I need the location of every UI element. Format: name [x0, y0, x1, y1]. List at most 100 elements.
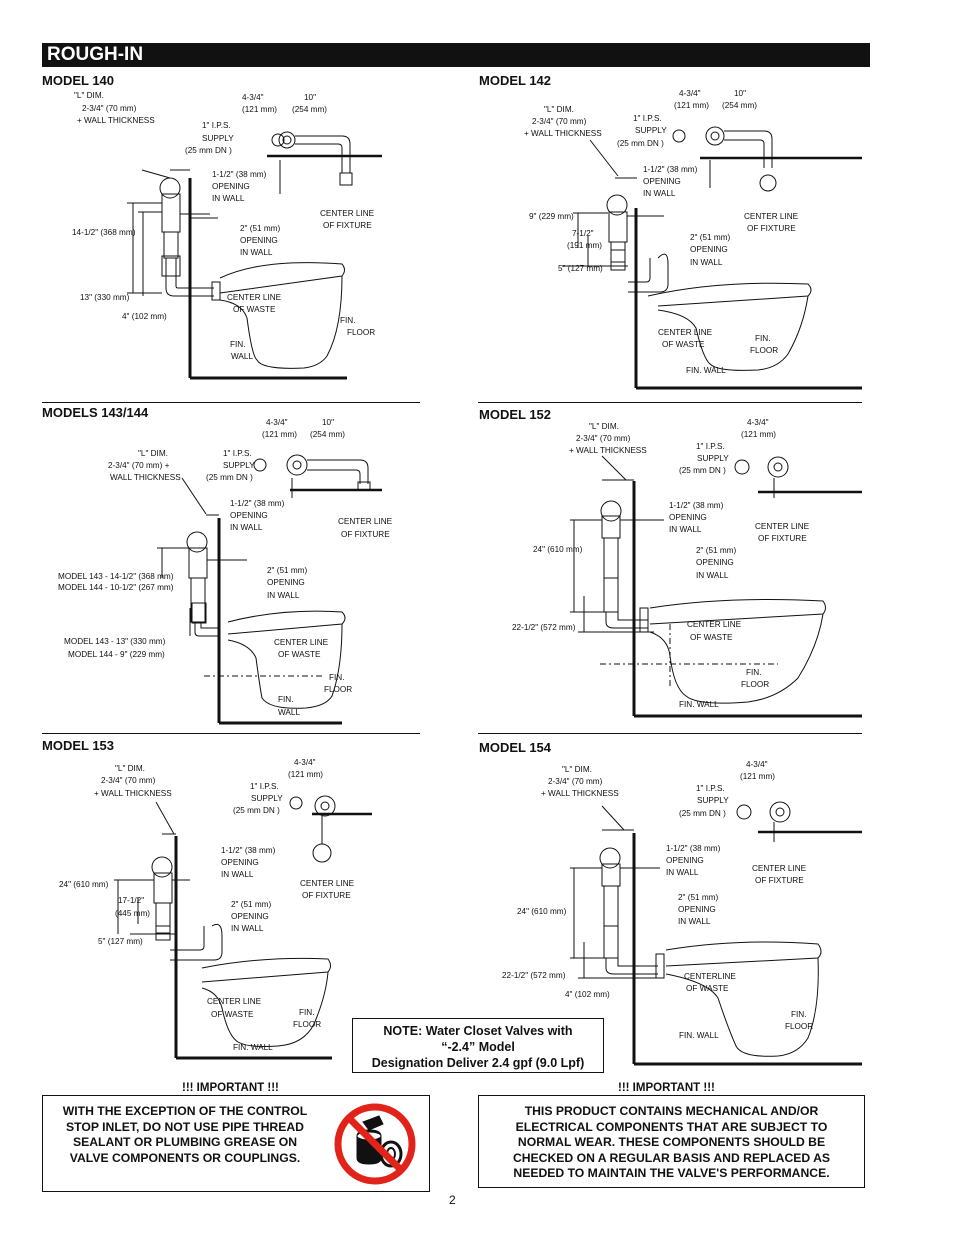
dim-17-1-2: 17-1/2": [118, 896, 145, 905]
model-152-diagram: "L" DIM. 2-3/4" (70 mm) + WALL THICKNESS…: [478, 416, 862, 720]
in-wall-label: IN WALL: [690, 258, 723, 267]
supply-dn: (25 mm DN ): [679, 466, 726, 475]
fin-label: FIN.: [329, 673, 345, 682]
opening-2: 2" (51 mm): [690, 233, 731, 242]
important-box-left: [42, 1095, 430, 1192]
center-line-label: CENTER LINE: [274, 638, 329, 647]
of-fixture-label: OF FIXTURE: [747, 224, 796, 233]
l-dim-label: "L" DIM.: [544, 105, 574, 114]
important-box-right: [478, 1095, 865, 1188]
opening-label: OPENING: [240, 236, 278, 245]
floor-label: FLOOR: [347, 328, 376, 337]
model-142-diagram: "L" DIM. 2-3/4" (70 mm) + WALL THICKNESS…: [478, 88, 862, 390]
dim-22-1-2: 22-1/2" (572 mm): [512, 623, 576, 632]
separator: [478, 733, 862, 734]
l-dim-label: "L" DIM.: [589, 422, 619, 431]
fin-label: FIN.: [746, 668, 762, 677]
wall-thickness-label: + WALL THICKNESS: [94, 789, 172, 798]
of-waste-label: OF WASTE: [211, 1010, 254, 1019]
l-dim-value: 2-3/4" (70 mm): [576, 434, 631, 443]
fin-label: FIN.: [230, 340, 246, 349]
dim-4: 4" (102 mm): [122, 312, 167, 321]
dim-10: 10": [734, 89, 747, 98]
model-153-drawing: [114, 795, 372, 1060]
supply-dn: (25 mm DN ): [206, 473, 253, 482]
fin-label: FIN.: [299, 1008, 315, 1017]
opening-2: 2" (51 mm): [267, 566, 308, 575]
model-153-title: MODEL 153: [42, 738, 115, 753]
supply-ips: 1" I.P.S.: [223, 449, 252, 458]
dim-4-3-4: 4-3/4": [747, 418, 769, 427]
dim-254: (254 mm): [292, 105, 328, 114]
important-left-line: VALVE COMPONENTS OR COUPLINGS.: [69, 1150, 301, 1165]
separator: [478, 402, 862, 403]
in-wall-label: IN WALL: [643, 189, 676, 198]
opening-label: OPENING: [696, 558, 734, 567]
l-dim-value: 2-3/4" (70 mm) +: [108, 461, 170, 470]
fin-label: FIN.: [278, 695, 294, 704]
dim-13: 13" (330 mm): [80, 293, 130, 302]
model-152-title: MODEL 152: [479, 407, 552, 422]
in-wall-label: IN WALL: [669, 525, 702, 534]
l-dim-value: 2-3/4" (70 mm): [548, 777, 603, 786]
model-143-144-diagram: "L" DIM. 2-3/4" (70 mm) + WALL THICKNESS…: [42, 418, 420, 725]
fin-wall-label: FIN. WALL: [686, 366, 726, 375]
of-fixture-label: OF FIXTURE: [323, 221, 372, 230]
section-title: ROUGH-IN: [47, 44, 144, 65]
dim-144-1: MODEL 144 - 10-1/2" (267 mm): [58, 583, 174, 592]
in-wall-label: IN WALL: [230, 523, 263, 532]
of-fixture-label: OF FIXTURE: [302, 891, 351, 900]
model-143-144-drawing: [157, 454, 382, 725]
of-waste-label: OF WASTE: [278, 650, 321, 659]
important-left-line: SEALANT OR PLUMBING GREASE ON: [72, 1135, 298, 1149]
wall-thickness-label: + WALL THICKNESS: [524, 129, 602, 138]
note-line-2: “-2.4” Model: [441, 1040, 515, 1054]
l-dim-value: 2-3/4" (70 mm): [532, 117, 587, 126]
important-right-line: THIS PRODUCT CONTAINS MECHANICAL AND/OR: [524, 1104, 819, 1118]
l-dim-value: 2-3/4" (70 mm): [101, 776, 156, 785]
page-number: 2: [449, 1193, 456, 1207]
opening-2: 2" (51 mm): [696, 546, 737, 555]
center-line-label: CENTER LINE: [320, 209, 375, 218]
in-wall-label: IN WALL: [231, 924, 264, 933]
l-dim-label: "L" DIM.: [138, 449, 168, 458]
wall-label: WALL: [278, 708, 300, 717]
supply-ips: 1" I.P.S.: [250, 782, 279, 791]
in-wall-label: IN WALL: [212, 194, 245, 203]
note-box: NOTE: Water Closet Valves with “-2.4” Mo…: [352, 1018, 604, 1073]
opening-112: 1-1/2" (38 mm): [669, 501, 724, 510]
note-line-3: Designation Deliver 2.4 gpf (9.0 Lpf): [371, 1056, 585, 1070]
dim-254: (254 mm): [722, 101, 758, 110]
dim-4-3-4: 4-3/4": [294, 758, 316, 767]
dim-10: 10": [322, 418, 335, 427]
center-line-label: CENTER LINE: [687, 620, 742, 629]
opening-112: 1-1/2" (38 mm): [666, 844, 721, 853]
l-dim-value: 2-3/4" (70 mm): [82, 104, 137, 113]
fin-wall-label: FIN. WALL: [233, 1043, 273, 1052]
fin-label: FIN.: [791, 1010, 807, 1019]
dim-24: 24" (610 mm): [533, 545, 583, 554]
model-140-diagram: "L" DIM. 2-3/4" (70 mm) + WALL THICKNESS…: [42, 88, 420, 388]
supply-ips: 1" I.P.S.: [696, 442, 725, 451]
model-152-drawing: [570, 455, 862, 718]
center-line-label: CENTER LINE: [338, 517, 393, 526]
wall-thickness-label: WALL THICKNESS: [110, 473, 181, 482]
opening-label: OPENING: [669, 513, 707, 522]
of-waste-label: OF WASTE: [662, 340, 705, 349]
important-title-right: !!! IMPORTANT !!!: [612, 1082, 721, 1094]
floor-label: FLOOR: [750, 346, 779, 355]
dim-121: (121 mm): [740, 772, 776, 781]
in-wall-label: IN WALL: [267, 591, 300, 600]
floor-label: FLOOR: [785, 1022, 814, 1031]
model-154-drawing: [570, 801, 862, 1066]
dim-254: (254 mm): [310, 430, 346, 439]
separator: [42, 733, 420, 734]
floor-label: FLOOR: [741, 680, 770, 689]
supply-label: SUPPLY: [697, 454, 729, 463]
opening-label: OPENING: [221, 858, 259, 867]
dim-4: 4" (102 mm): [565, 990, 610, 999]
dim-4-3-4: 4-3/4": [242, 93, 264, 102]
fin-wall-label: FIN. WALL: [679, 1031, 719, 1040]
of-fixture-label: OF FIXTURE: [341, 530, 390, 539]
model-143-144-title: MODELS 143/144: [42, 405, 149, 420]
